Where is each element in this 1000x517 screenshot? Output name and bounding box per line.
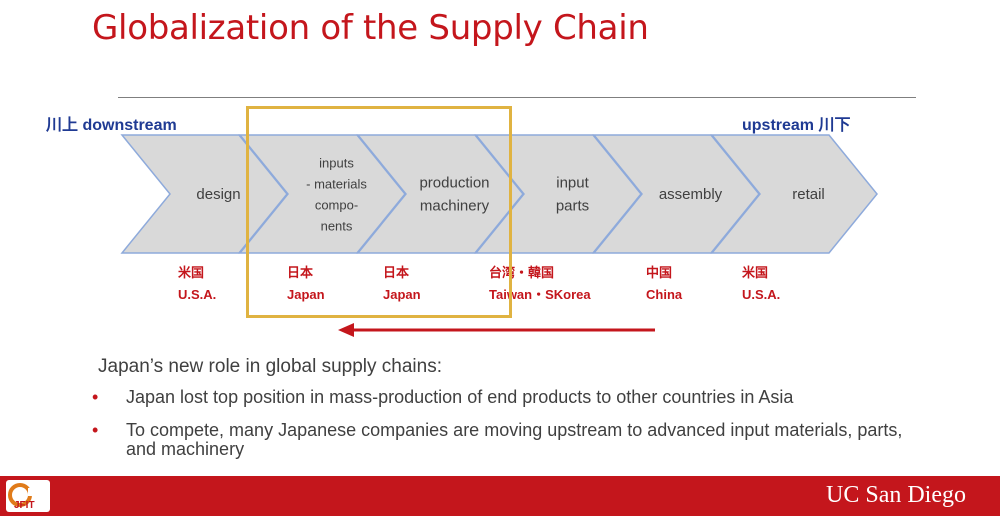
bullet-item: • To compete, many Japanese companies ar…: [92, 421, 922, 459]
arrow-head-icon: [338, 323, 354, 337]
stage-label: assembly: [659, 186, 723, 203]
country-english: China: [646, 287, 683, 302]
country-english: U.S.A.: [742, 287, 781, 302]
bullet-text: Japan lost top position in mass-producti…: [126, 387, 794, 407]
bullet-item: • Japan lost top position in mass-produc…: [92, 388, 922, 407]
japan-highlight-box: [246, 106, 512, 318]
ucsd-logo: UC San Diego: [826, 482, 966, 508]
country-native: 米国: [742, 265, 769, 280]
bullet-icon: •: [92, 420, 99, 440]
chevron-stage-6: [710, 134, 878, 254]
country-label: 米国 U.S.A.: [178, 262, 298, 306]
stage-label: retail: [792, 186, 825, 203]
upstream-label: upstream 川下: [742, 117, 851, 134]
jfit-logo-icon: JFIT: [8, 483, 36, 511]
chevron-stage-2: [238, 134, 406, 254]
country-label: 中国 China: [646, 262, 766, 306]
country-native: 台湾・韓国: [489, 265, 555, 280]
country-english: Japan: [383, 287, 421, 302]
downstream-label: 川上 downstream: [46, 117, 177, 134]
chevron-stage-1: [120, 134, 288, 254]
country-label: 米国 U.S.A.: [742, 262, 862, 306]
jfit-logo: JFIT: [6, 480, 50, 512]
bullet-text: To compete, many Japanese companies are …: [126, 420, 903, 459]
country-native: 日本: [383, 265, 410, 280]
country-label: 日本 Japan: [287, 262, 407, 306]
stage-label: design: [196, 186, 240, 203]
country-label: 台湾・韓国 Taiwan・SKorea: [489, 262, 609, 306]
country-english: U.S.A.: [178, 287, 217, 302]
bullet-icon: •: [92, 387, 99, 407]
bullet-list: • Japan lost top position in mass-produc…: [92, 388, 922, 473]
country-native: 中国: [646, 265, 673, 280]
svg-text:JFIT: JFIT: [14, 500, 35, 511]
country-native: 日本: [287, 265, 314, 280]
country-native: 米国: [178, 265, 205, 280]
subheading: Japan’s new role in global supply chains…: [98, 356, 442, 377]
country-english: Taiwan・SKorea: [489, 287, 591, 302]
country-label: 日本 Japan: [383, 262, 503, 306]
chevron-stage-3: [356, 134, 524, 254]
chevron-stage-5: [592, 134, 760, 254]
country-english: Japan: [287, 287, 325, 302]
slide-title: Globalization of the Supply Chain: [92, 8, 649, 48]
footer-bar: JFIT UC San Diego: [0, 476, 1000, 516]
chevron-stage-4: [474, 134, 642, 254]
title-divider: [118, 97, 916, 98]
